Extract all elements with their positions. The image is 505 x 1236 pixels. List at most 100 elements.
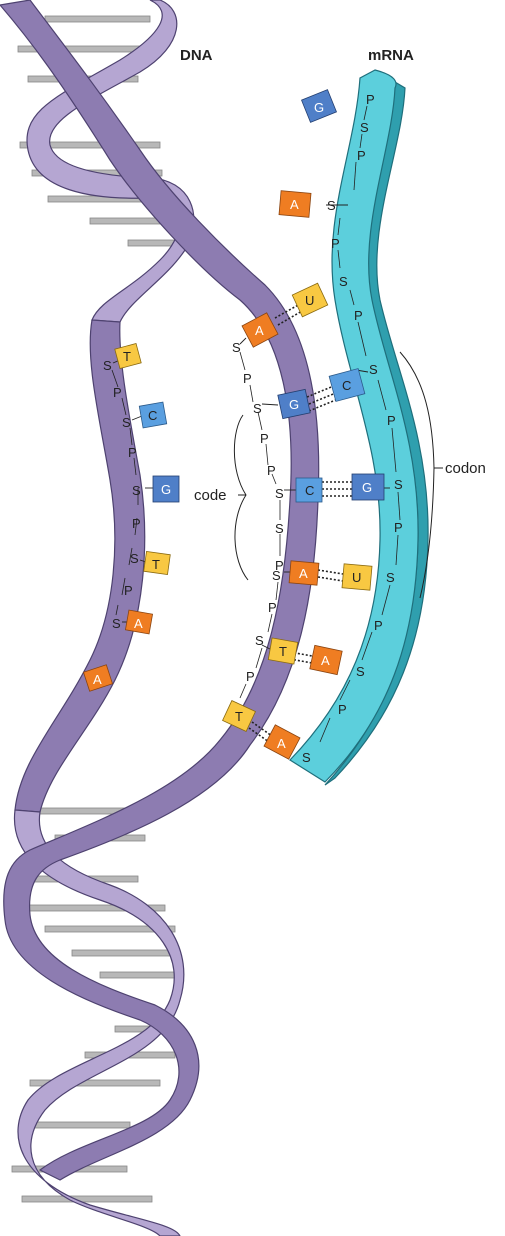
base-c: C <box>295 477 323 503</box>
code-label: code <box>194 487 227 504</box>
codon-label: codon <box>445 460 486 477</box>
backbone-bond <box>339 679 351 701</box>
dna-coding-strand <box>13 0 195 1236</box>
base-letter: T <box>123 349 131 364</box>
hydrogen-bond <box>317 576 344 582</box>
base-letter: C <box>305 483 314 498</box>
base-connector <box>239 337 247 345</box>
phosphate-label: P <box>366 92 375 107</box>
phosphate-label: P <box>354 308 363 323</box>
base-a: A <box>263 724 301 760</box>
coding-strand-bases: T C G T A A <box>82 343 180 692</box>
strand-ribbon <box>13 809 185 1236</box>
phosphate-label: P <box>338 702 347 717</box>
backbone-bond <box>115 604 119 616</box>
backbone-bond <box>128 547 133 566</box>
hydrogen-bond <box>306 384 337 398</box>
hydrogen-bond <box>248 727 270 743</box>
phosphate-label: P <box>357 148 366 163</box>
sugar-label: S <box>112 616 121 631</box>
backbone-bond <box>249 384 254 403</box>
sugar-label: S <box>272 568 281 583</box>
backbone-bond <box>111 369 119 388</box>
hydrogen-bond <box>317 569 344 575</box>
base-letter: T <box>235 709 243 724</box>
sugar-label: S <box>103 358 112 373</box>
base-a: A <box>288 560 320 586</box>
base-letter: G <box>362 480 372 495</box>
strand-ribbon <box>14 319 146 813</box>
sugar-label: S <box>386 570 395 585</box>
dna-template-strand <box>0 0 320 1181</box>
base-letter: A <box>321 653 330 668</box>
base-a: A <box>278 190 312 218</box>
backbone-bond <box>359 133 363 149</box>
base-connector <box>261 403 279 406</box>
sugar-label: S <box>275 521 284 536</box>
phosphate-label: P <box>374 618 383 633</box>
backbone-bond <box>353 161 357 191</box>
backbone-bond <box>391 427 397 473</box>
base-connector <box>131 415 143 421</box>
hydrogen-bond <box>274 303 301 319</box>
sugar-label: S <box>339 274 348 289</box>
phosphate-label: P <box>387 413 396 428</box>
sugar-label: S <box>356 664 365 679</box>
base-letter: T <box>279 644 287 659</box>
base-a: A <box>82 664 114 692</box>
base-t: T <box>143 550 171 576</box>
mrna-bases: G A U C G U A A <box>263 89 385 760</box>
base-letter: A <box>255 323 264 338</box>
helix-rung <box>99 971 176 979</box>
sugar-label: S <box>130 551 139 566</box>
hydrogen-bond <box>277 310 303 326</box>
helix-rung <box>44 925 176 933</box>
backbone-bond <box>395 534 399 566</box>
backbone-bond <box>239 351 246 371</box>
backbone-bond <box>239 683 247 699</box>
strand-ribbon <box>0 0 320 1181</box>
backbone-bond <box>134 517 138 536</box>
backbone-bond <box>265 443 269 466</box>
hydrogen-bonds <box>248 303 352 743</box>
sugar-label: S <box>255 633 264 648</box>
phosphate-label: P <box>268 600 277 615</box>
helix-rung <box>29 1079 161 1087</box>
coding-strand-backbone-letters: S P S P S P S P S <box>103 358 141 631</box>
phosphate-label: P <box>243 371 252 386</box>
backbone-bond <box>129 427 133 446</box>
backbone-bond <box>337 249 341 269</box>
hydrogen-bond <box>308 398 339 412</box>
helix-rung <box>71 949 178 957</box>
template-strand-bases: A G C A T T <box>222 312 323 732</box>
backbone-bond <box>381 584 391 616</box>
base-u: U <box>341 563 373 591</box>
dna-title: DNA <box>180 47 213 64</box>
backbone-bond <box>255 647 263 669</box>
backbone-bond <box>357 321 367 357</box>
phosphate-label: P <box>113 385 122 400</box>
sugar-label: S <box>122 415 131 430</box>
coding-strand-backbone <box>111 369 139 616</box>
base-letter: C <box>148 408 157 423</box>
backbone-bond <box>275 581 279 601</box>
helix-rung <box>21 1195 153 1203</box>
base-letter: G <box>314 100 324 115</box>
phosphate-label: P <box>132 516 141 531</box>
backbone-bond <box>361 631 373 661</box>
mrna-strand <box>289 69 429 786</box>
mrna-backbone-letters: P S P S P S P S P S P S P S P S <box>302 92 403 765</box>
sugar-label: S <box>253 401 262 416</box>
phosphate-label: P <box>124 583 133 598</box>
backbone-bond <box>121 397 127 416</box>
phosphate-label: P <box>267 463 276 478</box>
backbone-bond <box>267 613 273 633</box>
base-letter: U <box>352 570 361 585</box>
phosphate-label: P <box>275 558 284 573</box>
base-c: C <box>138 401 168 429</box>
backbone-bond <box>337 217 341 236</box>
sugar-label: S <box>302 750 311 765</box>
base-g: G <box>152 475 180 503</box>
hydrogen-bond <box>251 721 273 737</box>
